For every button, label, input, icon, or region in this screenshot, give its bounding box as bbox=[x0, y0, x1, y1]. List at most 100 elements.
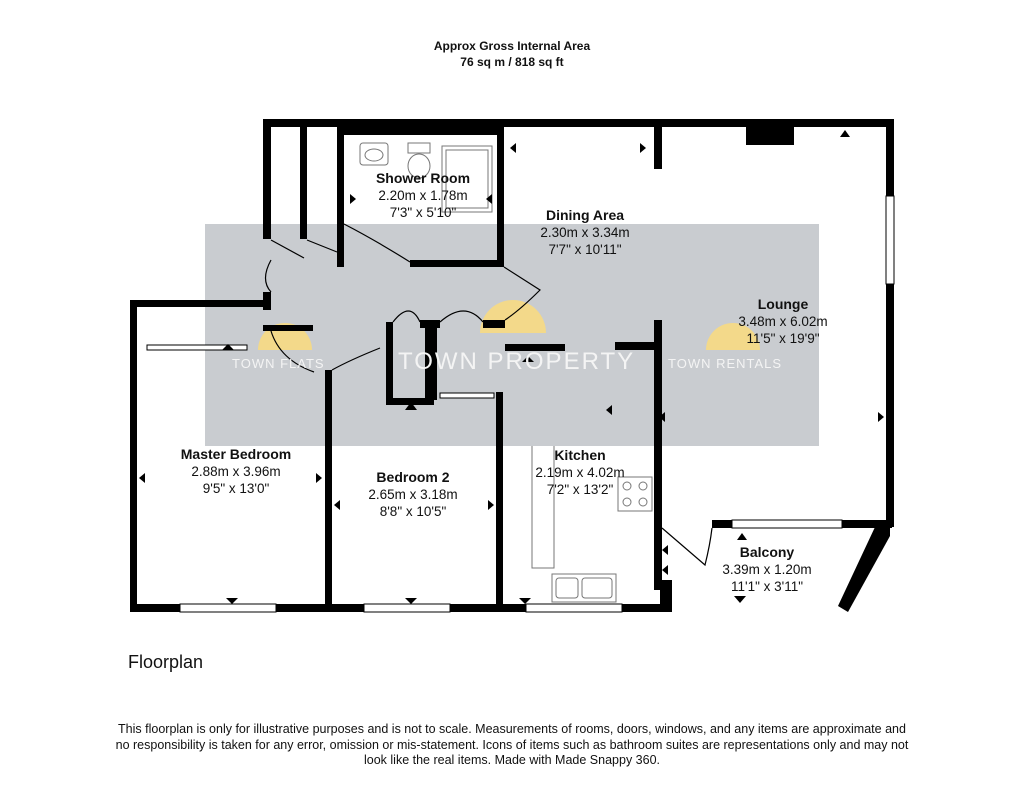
door-balcony bbox=[661, 527, 713, 567]
room-imperial: 7'3" x 5'10" bbox=[389, 205, 457, 220]
window-master-bedroom bbox=[179, 603, 277, 613]
watermark-right: TOWN RENTALS bbox=[668, 356, 783, 371]
window-balcony bbox=[731, 519, 843, 529]
wall-top-bedroom bbox=[130, 300, 268, 307]
door-bedroom-2 bbox=[331, 347, 381, 371]
arrow-lounge-top bbox=[840, 130, 850, 137]
arrow-balcony-top bbox=[737, 533, 747, 540]
watermark-left: TOWN FLATS bbox=[232, 356, 325, 371]
area-title: Approx Gross Internal Area bbox=[433, 39, 591, 53]
arrow-balcony-bottom bbox=[734, 596, 746, 603]
room-name: Master Bedroom bbox=[180, 446, 292, 462]
room-imperial: 7'2" x 13'2" bbox=[546, 482, 614, 497]
wall-left-bedroom bbox=[130, 300, 137, 610]
toilet-bowl-icon bbox=[407, 153, 431, 179]
door-cupboard-3 bbox=[392, 310, 421, 323]
door-master-bedroom bbox=[270, 330, 315, 373]
wall-bed2-left bbox=[325, 370, 332, 610]
sink-bowl-2 bbox=[581, 577, 613, 599]
arrow-kitchen-right bbox=[606, 405, 612, 415]
hob-ring-2 bbox=[638, 481, 648, 491]
arrow-master-top bbox=[222, 344, 234, 350]
window-bedroom-2 bbox=[363, 603, 451, 613]
toilet-cistern-icon bbox=[407, 142, 431, 154]
arrow-bed2-bottom bbox=[405, 598, 417, 604]
wall-left-mid bbox=[263, 292, 271, 310]
shower-tray-inner bbox=[445, 149, 489, 209]
arrow-balcony-left bbox=[662, 545, 668, 555]
window-lounge bbox=[885, 195, 895, 285]
room-imperial: 7'7" x 10'11" bbox=[548, 242, 622, 257]
dimension-arrows bbox=[139, 130, 884, 604]
wall-stub-center bbox=[483, 320, 505, 328]
room-imperial: 9'5" x 13'0" bbox=[202, 481, 270, 496]
arrow-master-bottom bbox=[226, 598, 238, 604]
wall-left-upper bbox=[263, 119, 271, 239]
arrow-bed2-top bbox=[405, 402, 417, 410]
arrow-dining-right bbox=[640, 143, 646, 153]
arrow-balcony-left-2 bbox=[662, 565, 668, 575]
area-header: Approx Gross Internal Area 76 sq m / 818… bbox=[0, 38, 1024, 70]
room-kitchen: Kitchen 2.19m x 4.02m 7'2" x 13'2" bbox=[535, 447, 624, 498]
room-metric: 2.88m x 3.96m bbox=[191, 464, 281, 479]
room-metric: 3.39m x 1.20m bbox=[722, 562, 812, 577]
hob-ring-1 bbox=[622, 481, 632, 491]
hob-ring-3 bbox=[622, 497, 632, 507]
door-cupboard-4 bbox=[439, 310, 484, 323]
wall-cupboard-3-right bbox=[425, 322, 437, 400]
arrow-shower-right bbox=[486, 194, 492, 204]
arrow-master-right bbox=[316, 473, 322, 483]
wall-kitchen-left bbox=[496, 392, 503, 610]
arrow-bed2-right bbox=[488, 500, 494, 510]
room-balcony: Balcony 3.39m x 1.20m 11'1" x 3'11" bbox=[722, 544, 811, 595]
arrow-bed2-left bbox=[334, 500, 340, 510]
wall-bedroom-cap bbox=[263, 325, 313, 331]
room-name: Shower Room bbox=[375, 170, 471, 186]
hob-icon bbox=[617, 476, 653, 512]
room-metric: 2.30m x 3.34m bbox=[540, 225, 630, 240]
room-dining-area: Dining Area 2.30m x 3.34m 7'7" x 10'11" bbox=[540, 207, 629, 258]
arrow-lounge-left bbox=[659, 412, 665, 422]
wall-kitchen-top-right bbox=[615, 342, 660, 350]
wall-shower-top bbox=[344, 127, 504, 135]
room-metric: 2.19m x 4.02m bbox=[535, 465, 625, 480]
wall-cupboard-3-left bbox=[386, 322, 393, 400]
chimney-breast bbox=[746, 127, 794, 145]
arrow-kitchen-bottom bbox=[519, 598, 531, 604]
room-metric: 3.48m x 6.02m bbox=[738, 314, 828, 329]
wall-cupboard-3-bottom bbox=[386, 398, 434, 405]
room-name: Balcony bbox=[739, 544, 795, 560]
sink-icon bbox=[551, 573, 617, 603]
wall-kitchen-bottom-right bbox=[660, 580, 672, 612]
arrow-shower-left bbox=[350, 194, 356, 204]
window-kitchen bbox=[525, 603, 623, 613]
shower-tray-icon bbox=[441, 145, 493, 213]
door-hall-cupboard bbox=[264, 259, 272, 293]
room-lounge: Lounge 3.48m x 6.02m 11'5" x 19'9" bbox=[738, 296, 827, 347]
wall-dining-stub bbox=[654, 127, 662, 169]
wall-cupboard-1 bbox=[300, 127, 307, 239]
room-bedroom-2: Bedroom 2 2.65m x 3.18m 8'8" x 10'5" bbox=[368, 469, 457, 520]
watermark-center: TOWN PROPERTY bbox=[398, 348, 636, 375]
doors bbox=[264, 223, 713, 567]
wall-balcony-diagonal bbox=[838, 520, 890, 612]
cupboard-slider bbox=[439, 392, 495, 399]
wall-cupboard-2 bbox=[337, 127, 344, 267]
room-imperial: 11'5" x 19'9" bbox=[746, 331, 820, 346]
wall-right bbox=[886, 119, 894, 527]
room-metric: 2.20m x 1.78m bbox=[378, 188, 468, 203]
disclaimer-text: This floorplan is only for illustrative … bbox=[115, 722, 909, 767]
room-name: Dining Area bbox=[545, 207, 625, 223]
sink-bowl-1 bbox=[555, 577, 579, 599]
washbasin-bowl bbox=[364, 148, 384, 162]
windows bbox=[146, 195, 895, 613]
room-imperial: 8'8" x 10'5" bbox=[379, 504, 447, 519]
sliding-wardrobe bbox=[146, 344, 248, 351]
arrow-dining-left bbox=[510, 143, 516, 153]
room-shower-room: Shower Room 2.20m x 1.78m 7'3" x 5'10" bbox=[376, 170, 470, 221]
arrow-master-left bbox=[139, 473, 145, 483]
wall-kitchen-top-left bbox=[505, 344, 565, 351]
door-shower-room bbox=[343, 223, 411, 263]
room-master-bedroom: Master Bedroom 2.88m x 3.96m 9'5" x 13'0… bbox=[181, 446, 291, 497]
